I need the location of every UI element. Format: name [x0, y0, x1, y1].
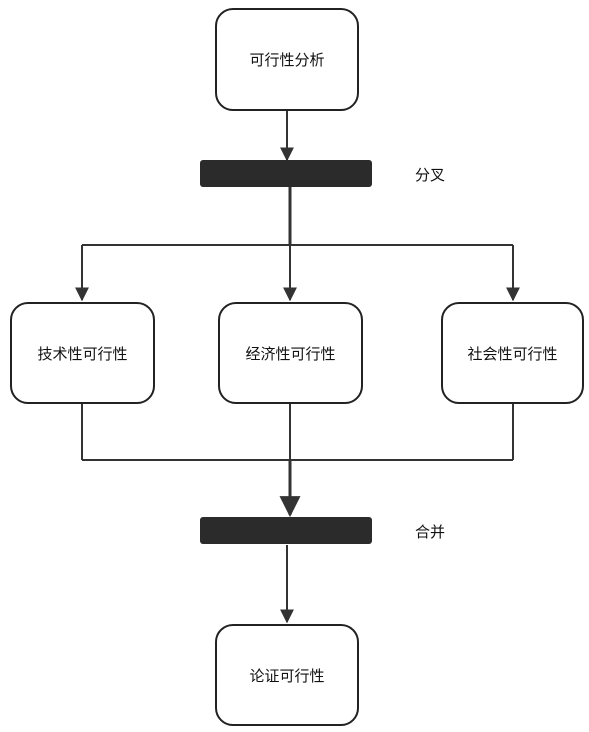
node-technical-feasibility: 技术性可行性 [10, 302, 155, 404]
join-label: 合并 [415, 523, 446, 541]
fork-label: 分叉 [415, 166, 446, 184]
node-feasibility-analysis: 可行性分析 [215, 8, 359, 111]
node-social-feasibility-label: 社会性可行性 [467, 344, 558, 363]
node-economic-feasibility: 经济性可行性 [218, 302, 363, 404]
node-feasibility-conclusion: 论证可行性 [215, 624, 359, 726]
join-bar [200, 517, 372, 544]
node-technical-feasibility-label: 技术性可行性 [37, 344, 128, 363]
fork-bar [200, 160, 372, 187]
node-feasibility-conclusion-label: 论证可行性 [249, 666, 325, 685]
node-feasibility-analysis-label: 可行性分析 [249, 51, 325, 69]
node-economic-feasibility-label: 经济性可行性 [245, 344, 336, 363]
node-social-feasibility: 社会性可行性 [441, 302, 584, 404]
